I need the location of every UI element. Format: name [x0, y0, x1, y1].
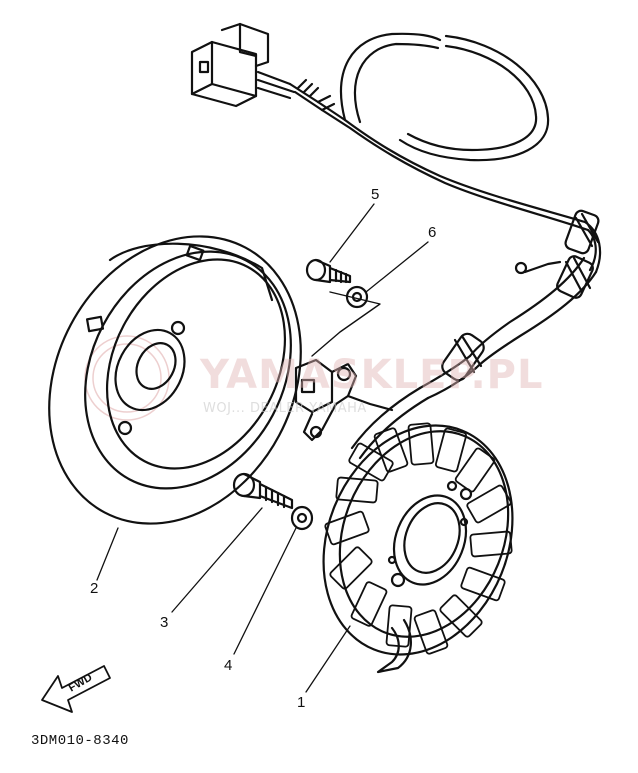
harness-tape-wrap	[296, 78, 320, 98]
harness-clamp-lower	[556, 255, 594, 299]
wire-harness	[288, 32, 602, 400]
washer-6	[345, 285, 369, 309]
stator-coil	[322, 386, 514, 674]
pickup-coil	[294, 358, 394, 442]
callout-1: 1	[297, 694, 306, 711]
rotor-flywheel	[48, 235, 302, 525]
screw-5	[305, 258, 352, 284]
callout-4: 4	[224, 657, 233, 674]
forward-arrow-icon	[41, 665, 111, 713]
watermark-title: YAMASKLEP.PL	[200, 352, 544, 398]
callout-5: 5	[371, 186, 380, 203]
coupler-connector	[190, 22, 296, 108]
assembly-leader-line	[311, 291, 381, 357]
harness-grommet	[441, 332, 485, 382]
watermark-subtitle: WOJ... DEALER YAMAHA	[203, 401, 367, 416]
harness-clamp-upper	[564, 209, 600, 255]
washer-4	[290, 505, 314, 531]
callout-3: 3	[160, 614, 169, 631]
callout-leaders	[96, 203, 429, 693]
diagram-part-code: 3DM010-8340	[31, 733, 129, 749]
callout-6: 6	[428, 224, 437, 241]
screw-3	[232, 472, 294, 510]
callout-2: 2	[90, 580, 99, 597]
